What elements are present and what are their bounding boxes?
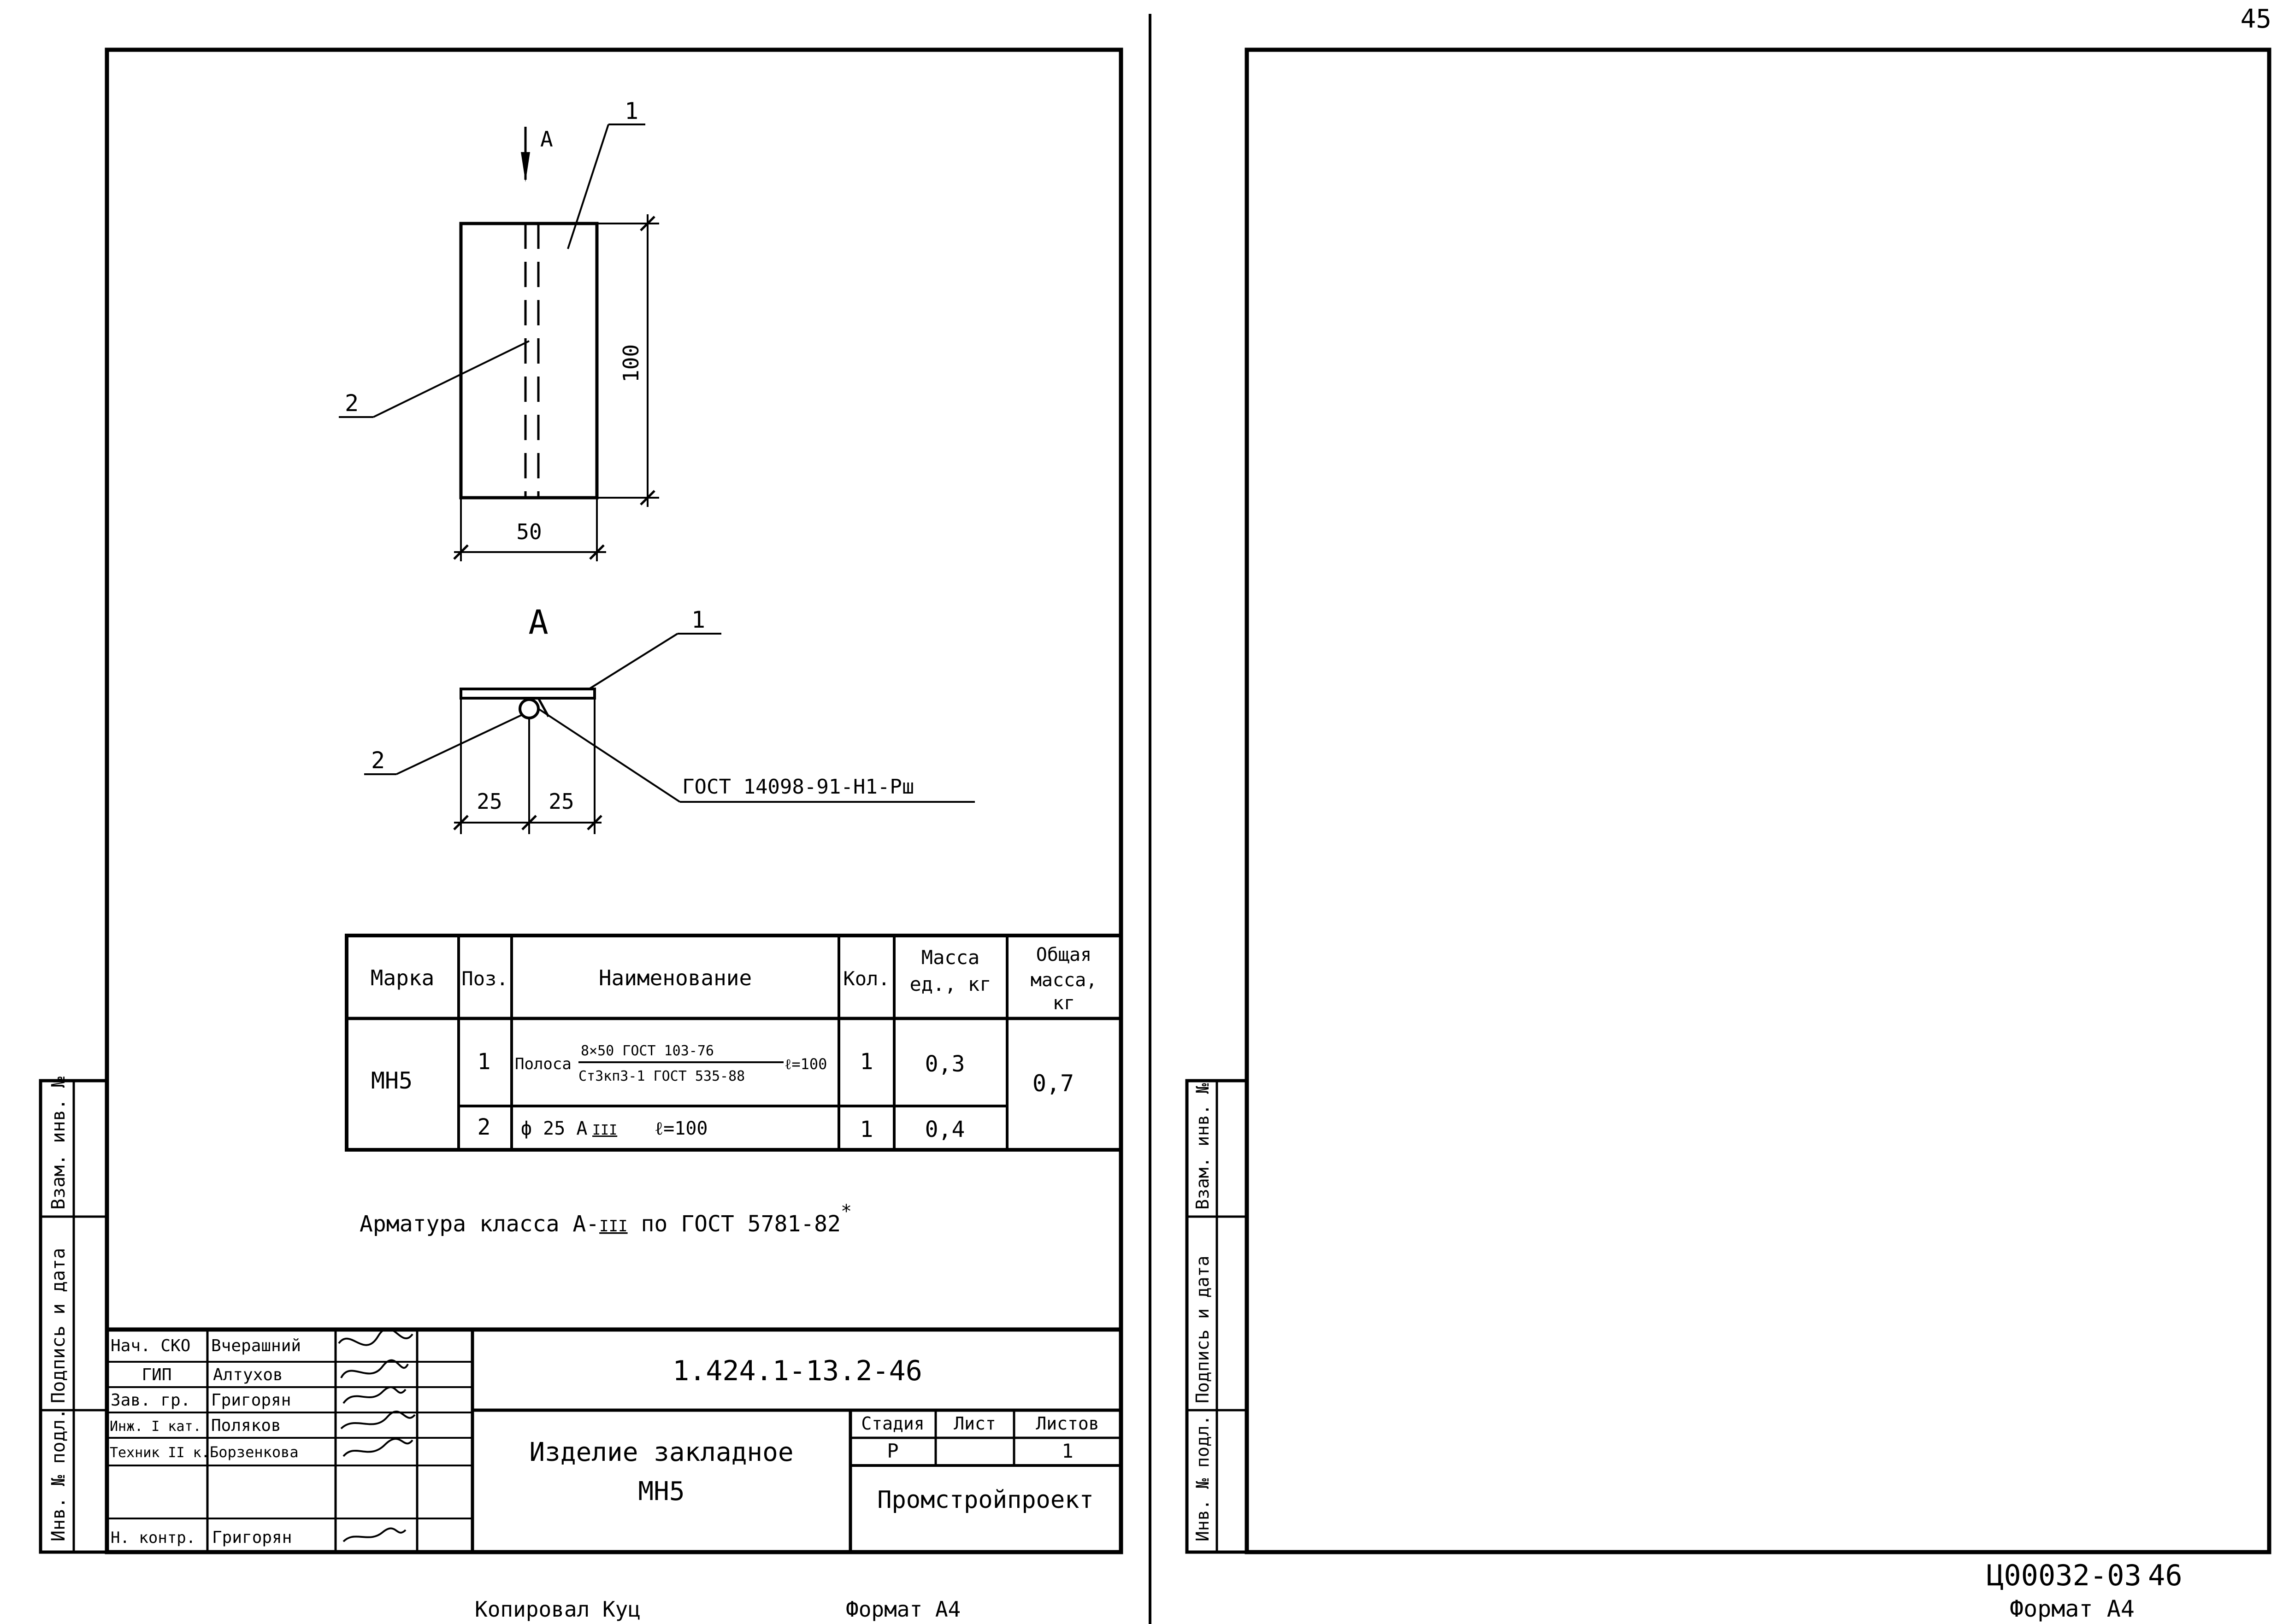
section-dimensions <box>453 698 602 834</box>
sheets-label: Листов <box>1036 1413 1099 1434</box>
sheets-value: 1 <box>1062 1440 1073 1462</box>
signer-5-role: Техник II к. <box>110 1445 210 1461</box>
spec-header-pos: Поз. <box>461 967 508 990</box>
signer-1-name: Вчерашний <box>211 1336 301 1355</box>
callout-2-label: 2 <box>345 390 359 417</box>
spec-header-unit-mass-2: ед., кг <box>909 973 991 995</box>
format-left: Формат А4 <box>846 1597 961 1622</box>
signer-3-role: Зав. гр. <box>111 1391 190 1410</box>
note-mark: * <box>841 1201 852 1222</box>
signer-1-role: Нач. СКО <box>111 1336 190 1355</box>
title-block-grid <box>107 1327 1121 1552</box>
note-class: III <box>599 1217 627 1236</box>
format-right: Формат А4 <box>2010 1595 2135 1622</box>
left-side-strip: Инв. № подл. Подпись и дата Взам. инв. № <box>39 1077 109 1554</box>
spec-table-grid <box>345 934 1123 1152</box>
right-side-label-inv-repl: Взам. инв. № <box>1192 1083 1213 1210</box>
signer-5-name: Борзенкова <box>210 1443 299 1461</box>
weld-leader <box>537 708 975 803</box>
spec-row-2-name-class: III <box>592 1122 617 1138</box>
title-line-1: Изделие закладное <box>529 1437 793 1467</box>
stage-value: Р <box>887 1440 898 1462</box>
section-callout-1-label: 1 <box>691 606 705 633</box>
spec-row-1-name-bottom: Ст3кп3-1 ГОСТ 535-88 <box>578 1068 745 1084</box>
spec-header-total-mass-3: кг <box>1053 993 1075 1014</box>
copied-by: Копировал Куц <box>475 1597 641 1622</box>
callout-1-label: 1 <box>625 98 638 124</box>
section-callout-2-label: 2 <box>371 747 385 774</box>
spec-row-2-pos: 2 <box>478 1114 491 1140</box>
side-label-inv-orig: Инв. № подл. <box>48 1408 69 1542</box>
spec-row-1-name-prefix: Полоса <box>515 1055 572 1073</box>
sheet-label: Лист <box>954 1413 996 1434</box>
spec-row-2-unit-mass: 0,4 <box>925 1117 965 1142</box>
spec-header-name: Наименование <box>599 965 752 990</box>
title-line-2: МН5 <box>638 1477 684 1506</box>
doc-code: 1.424.1-13.2-46 <box>673 1355 922 1387</box>
side-label-sign-date: Подпись и дата <box>48 1248 69 1403</box>
spec-mark: МН5 <box>371 1067 413 1094</box>
left-sheet-frame <box>105 47 1123 1554</box>
signature-marks <box>338 1328 416 1542</box>
weld-note: ГОСТ 14098-91-Н1-Рш <box>682 775 914 799</box>
organization: Промстройпроект <box>877 1486 1094 1514</box>
section-callout-2-leader <box>364 713 524 775</box>
signer-7-name: Григорян <box>212 1528 292 1547</box>
archive-page: 46 <box>2148 1559 2183 1592</box>
spec-row-1-name-suffix: ℓ=100 <box>785 1055 827 1073</box>
dimension-width <box>453 498 606 561</box>
spec-row-1-qty: 1 <box>860 1049 873 1075</box>
dimension-height <box>597 214 659 507</box>
spec-row-2-name: ф 25 А <box>521 1118 588 1139</box>
dimension-half-left: 25 <box>477 789 502 814</box>
spec-row-1-name-top: 8×50 ГОСТ 103-76 <box>581 1043 714 1059</box>
right-sheet-frame <box>1245 47 2271 1554</box>
signer-3-name: Григорян <box>211 1391 291 1410</box>
signer-4-name: Поляков <box>211 1416 281 1435</box>
spec-header-total-mass-1: Общая <box>1036 944 1091 965</box>
right-side-strip: Инв. № подл. Подпись и дата Взам. инв. № <box>1185 1079 1249 1554</box>
right-side-label-sign-date: Подпись и дата <box>1192 1256 1213 1403</box>
spec-header-total-mass-2: масса, <box>1031 970 1097 991</box>
section-view <box>460 688 596 719</box>
spec-header-mark: Марка <box>371 965 434 990</box>
spec-row-1-unit-mass: 0,3 <box>925 1051 965 1077</box>
signer-7-role: Н. контр. <box>111 1529 195 1547</box>
dimension-half-right: 25 <box>549 789 574 814</box>
signer-4-role: Инж. I кат. <box>110 1418 201 1435</box>
reinforcement-note: Арматура класса А-III по ГОСТ 5781-82* <box>360 1201 852 1237</box>
callout-2-leader <box>339 340 530 418</box>
note-text-after: по ГОСТ 5781-82 <box>628 1211 841 1237</box>
page-number: 45 <box>2241 4 2271 34</box>
side-label-inv-repl: Взам. инв. № <box>48 1077 69 1210</box>
view-arrow <box>521 127 530 182</box>
section-label: А <box>528 603 548 641</box>
spec-row-2-qty: 1 <box>860 1117 873 1142</box>
dimension-width-value: 50 <box>516 519 542 544</box>
spec-total-mass: 0,7 <box>1032 1070 1074 1097</box>
spec-header-unit-mass-1: Масса <box>921 946 979 969</box>
right-side-label-inv-orig: Инв. № подл. <box>1192 1415 1213 1542</box>
plate-main-view <box>459 222 599 500</box>
stage-label: Стадия <box>861 1413 924 1434</box>
signer-2-name: Алтухов <box>213 1365 283 1384</box>
signer-2-role: ГИП <box>142 1365 171 1384</box>
view-arrow-label: А <box>540 127 553 152</box>
dimension-height-value: 100 <box>619 344 643 382</box>
spec-header-qty: Кол. <box>843 967 890 990</box>
spec-row-2-name-suffix: ℓ=100 <box>655 1118 708 1139</box>
archive-code: Ц00032-03 <box>1987 1559 2141 1592</box>
section-callout-1-leader <box>588 633 721 690</box>
spec-row-1-pos: 1 <box>478 1049 491 1075</box>
note-text-before: Арматура класса А- <box>360 1211 599 1237</box>
callout-1-leader <box>567 124 645 249</box>
